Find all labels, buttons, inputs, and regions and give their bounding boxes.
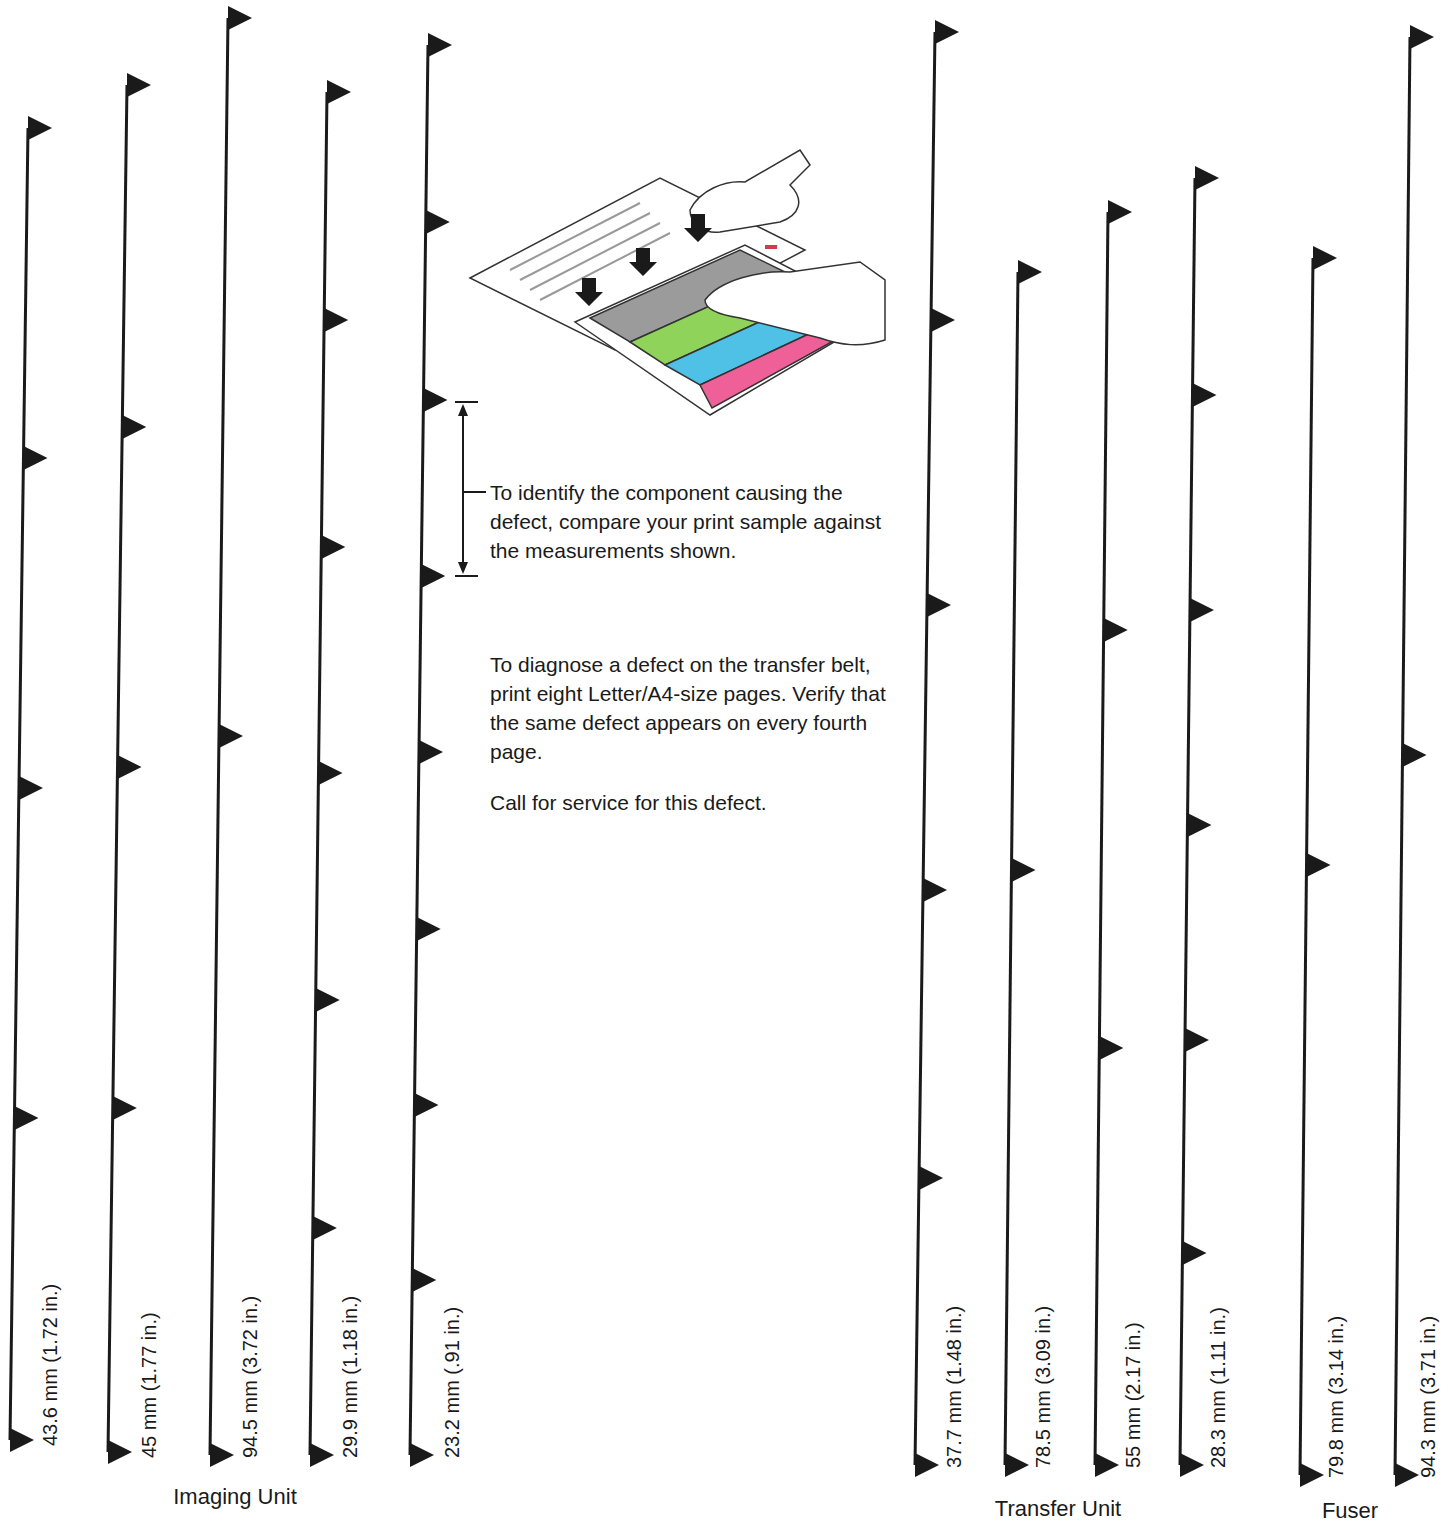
instruction-note: To identify the component causing the de… [490, 478, 905, 565]
dimension-label: 23.2 mm (.91 in.) [440, 1307, 464, 1458]
ruler-flag [14, 1106, 38, 1130]
ruler-flag [228, 6, 252, 30]
ruler-flag [428, 33, 452, 57]
ruler-flag [327, 80, 351, 104]
ruler-flag [923, 878, 947, 902]
ruler-flag [10, 1428, 34, 1452]
ruler-flag [1190, 598, 1214, 622]
dimension-label: 45 mm (1.77 in.) [137, 1312, 161, 1458]
ruler-flag [127, 73, 151, 97]
ruler-flag [1307, 853, 1331, 877]
ruler-flag [419, 740, 443, 764]
ruler-flag [414, 1093, 438, 1117]
ruler-flag [1011, 858, 1035, 882]
ruler-flag [410, 1443, 434, 1467]
ruler-flag [28, 116, 52, 140]
ruler-flag [310, 1443, 334, 1467]
ruler-flag [321, 535, 345, 559]
part-name: Transfer Unit [995, 1496, 1121, 1522]
ruler-flag [417, 917, 441, 941]
ruler-flag [1192, 383, 1216, 407]
dimension-label: 79.8 mm (3.14 in.) [1324, 1316, 1348, 1478]
dimension-label: 43.6 mm (1.72 in.) [38, 1284, 62, 1446]
ruler-flag [19, 776, 43, 800]
ruler-set [10, 6, 1434, 1487]
ruler-flag [319, 761, 343, 785]
ruler-flag [1095, 1453, 1119, 1477]
ruler-flag [426, 210, 450, 234]
ruler-flag [1108, 200, 1132, 224]
part-name: Fuser [1322, 1498, 1378, 1523]
ruler-flag [210, 1443, 234, 1467]
ruler-flag [1187, 813, 1211, 837]
ruler-flag [1018, 260, 1042, 284]
dimension-label: 78.5 mm (3.09 in.) [1031, 1306, 1055, 1468]
dimension-bracket [455, 402, 486, 576]
instruction-note: To diagnose a defect on the transfer bel… [490, 650, 905, 766]
print-sample-illustration [470, 150, 885, 415]
ruler-flag [1313, 246, 1337, 270]
ruler-flag [423, 388, 447, 412]
ruler-flag [1185, 1028, 1209, 1052]
dimension-label: 94.3 mm (3.71 in.) [1416, 1316, 1440, 1478]
ruler-flag [324, 308, 348, 332]
ruler-flag [919, 1166, 943, 1190]
dimension-label: 37.7 mm (1.48 in.) [942, 1306, 966, 1468]
dimension-label: 28.3 mm (1.11 in.) [1206, 1307, 1230, 1468]
ruler-flag [412, 1268, 436, 1292]
ruler-flag [1395, 1463, 1419, 1487]
ruler-line [915, 32, 935, 1465]
ruler-flag [1104, 618, 1128, 642]
ruler-flag [1099, 1036, 1123, 1060]
dimension-label: 55 mm (2.17 in.) [1121, 1322, 1145, 1468]
ruler-flag [931, 308, 955, 332]
ruler-flag [1300, 1463, 1324, 1487]
part-name: Imaging Unit [173, 1484, 297, 1510]
ruler-flag [313, 1216, 337, 1240]
ruler-flag [113, 1096, 137, 1120]
ruler-flag [421, 564, 445, 588]
dimension-label: 94.5 mm (3.72 in.) [238, 1296, 262, 1458]
ruler-flag [1180, 1453, 1204, 1477]
ruler-flag [1195, 166, 1219, 190]
ruler-flag [1403, 743, 1427, 767]
ruler-flag [108, 1440, 132, 1464]
ruler-flag [118, 755, 142, 779]
ruler-flag [927, 593, 951, 617]
ruler-flag [915, 1453, 939, 1477]
dimension-label: 29.9 mm (1.18 in.) [338, 1296, 362, 1458]
ruler-flag [1182, 1241, 1206, 1265]
ruler-flag [935, 20, 959, 44]
ruler-flag [1005, 1453, 1029, 1477]
ruler-flag [316, 988, 340, 1012]
instruction-note: Call for service for this defect. [490, 788, 905, 817]
ruler-flag [23, 446, 47, 470]
ruler-flag [122, 415, 146, 439]
ruler-flag [219, 724, 243, 748]
ruler-line [1095, 212, 1108, 1465]
ruler-flag [1410, 25, 1434, 49]
